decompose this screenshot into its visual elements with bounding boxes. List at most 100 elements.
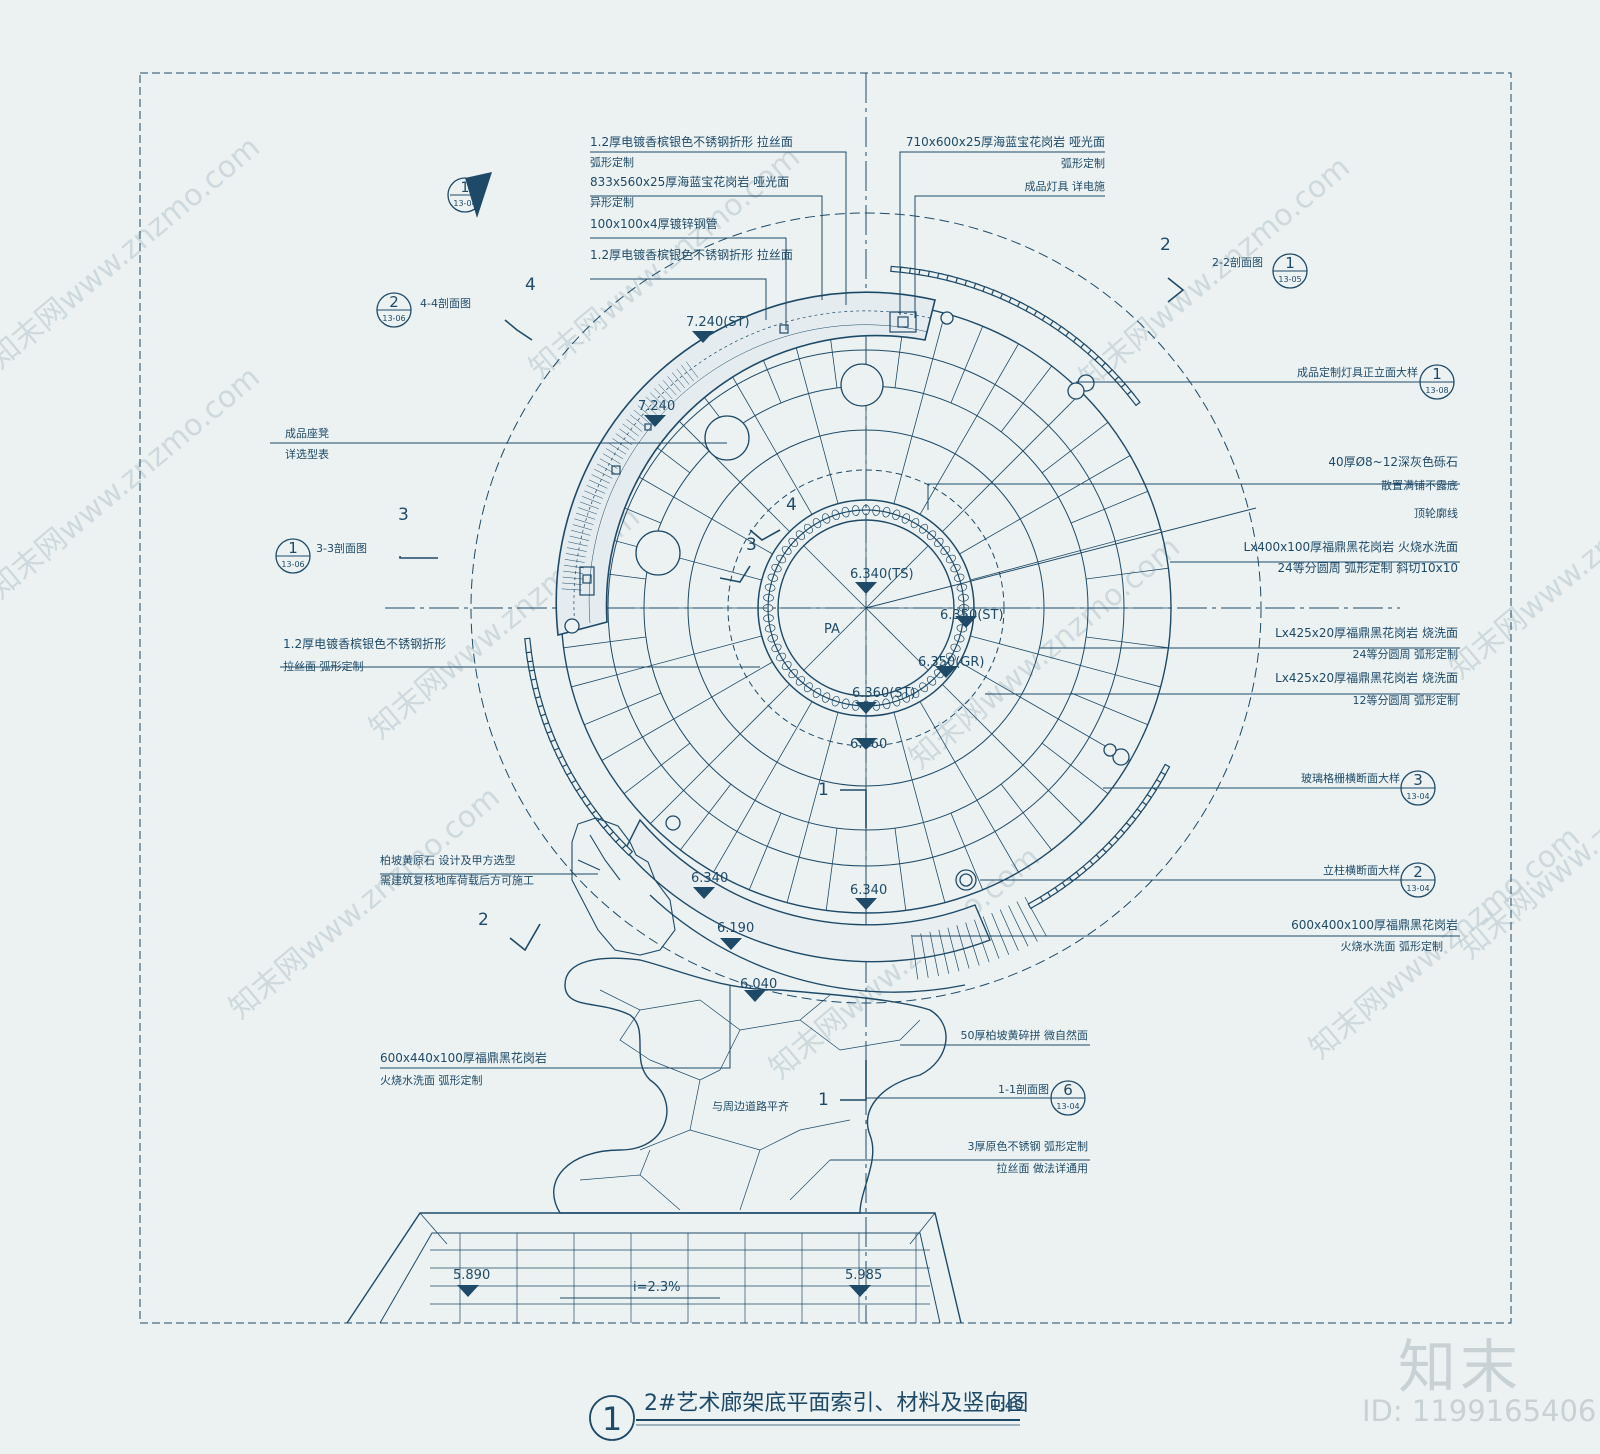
section-2-num: 2: [1160, 235, 1171, 255]
section-1-1-label: 1-1剖面图: [998, 1082, 1049, 1096]
watermark-text: 知末网www.znzmo.com: [0, 130, 267, 376]
elev-6190: 6.190: [717, 921, 754, 936]
callout-granite-710b: 弧形定制: [1061, 156, 1105, 170]
reference-number: 1: [288, 539, 298, 557]
callout-lamp-detail: 成品定制灯具正立面大样: [1297, 365, 1418, 379]
watermark-text: 知末网www.znzmo.com: [0, 360, 267, 606]
elevation-labels: 7.240(ST) 7.240 6.340(TS) 6.350(ST) 6.35…: [453, 315, 1004, 1295]
callout-granite-425b-b: 12等分圆周 弧形定制: [1353, 693, 1459, 707]
elev-6340b: 6.340: [850, 883, 887, 898]
section-cuts: [399, 277, 1185, 1101]
elev-5890: 5.890: [453, 1268, 490, 1283]
elev-6340ts: 6.340(TS): [850, 567, 914, 582]
watermark-text: 知末网www.znzmo.com: [1453, 720, 1600, 966]
callout-steel-1: 1.2厚电镀香槟银色不锈钢折形 拉丝面: [590, 134, 793, 149]
watermark-text: 知末网www.znzmo.com: [1443, 440, 1600, 686]
reference-sheet: 13-06: [382, 314, 405, 323]
callout-granite-833b: 异形定制: [590, 195, 634, 209]
watermark-text: 知末网www.znzmo.com: [223, 780, 507, 1026]
reference-sheet: 13-08: [1425, 386, 1448, 395]
callouts-left-top: 1.2厚电镀香槟银色不锈钢折形 拉丝面 弧形定制 833x560x25厚海蓝宝花…: [590, 134, 793, 262]
reference-number: 3: [1413, 771, 1423, 789]
inner-4-num: 4: [786, 495, 797, 515]
elev-7240st: 7.240(ST): [686, 315, 750, 330]
watermark-text: 知末网www.znzmo.com: [1073, 150, 1357, 396]
elev-5985: 5.985: [845, 1268, 882, 1283]
boulder: [571, 817, 676, 956]
reference-number: 6: [1063, 1081, 1073, 1099]
callout-granite-425a-b: 24等分圆周 弧形定制: [1353, 647, 1459, 661]
callout-seat-b: 详选型表: [285, 447, 329, 461]
callout-granite-425a: Lx425x20厚福鼎黑花岗岩 烧洗面: [1275, 625, 1458, 640]
elev-6360: 6.360: [850, 737, 887, 752]
reference-sheet: 13-04: [1406, 792, 1429, 801]
callout-outline: 顶轮廓线: [1414, 506, 1458, 520]
callout-steel-2: 1.2厚电镀香槟银色不锈钢折形 拉丝面: [590, 247, 793, 262]
lamp-fixtures: [579, 311, 917, 596]
section-4-4-label: 4-4剖面图: [420, 296, 471, 310]
crazy-paving-path: [553, 957, 947, 1214]
reference-number: 2: [389, 293, 399, 311]
title-detail-number: 1: [602, 1400, 622, 1438]
callout-granite-600x440b: 火烧水洗面 弧形定制: [380, 1073, 483, 1087]
callout-steel-left: 1.2厚电镀香槟银色不锈钢折形: [283, 636, 446, 651]
brand-watermark: 知末: [1398, 1333, 1523, 1401]
section-reference-circle: 3 13-04: [1400, 770, 1436, 806]
callout-steel-3mm-b: 拉丝面 做法详通用: [997, 1161, 1089, 1175]
reference-sheet: 13-05: [1278, 275, 1301, 284]
callouts-right-top: 710x600x25厚海蓝宝花岗岩 哑光面 弧形定制 成品灯具 详电施: [906, 134, 1105, 193]
slope-label: i=2.3%: [633, 1280, 681, 1295]
elev-7240: 7.240: [638, 399, 675, 414]
section-1c-num: 1: [818, 1090, 829, 1110]
drawing-title-block: 1 2#艺术廊架底平面索引、材料及竖向图 1:40: [589, 1391, 1028, 1441]
section-2-2-label: 2-2剖面图: [1212, 255, 1263, 269]
index-number: 1: [461, 180, 470, 196]
seat-circles: [564, 311, 1130, 891]
drawing-frame: [139, 72, 1512, 1324]
reference-sheet: 13-06: [281, 560, 304, 569]
callout-steel-1b: 弧形定制: [590, 155, 634, 169]
section-3-num: 3: [398, 505, 409, 525]
index-sheet: 13-04: [453, 199, 476, 208]
callout-lamp: 成品灯具 详电施: [1025, 179, 1106, 193]
pergola-band: [555, 291, 936, 637]
callout-granite-833: 833x560x25厚海蓝宝花岗岩 哑光面: [590, 174, 789, 189]
callout-post: 立柱横断面大样: [1323, 863, 1400, 877]
elev-6040: 6.040: [740, 977, 777, 992]
callout-granite-600x400: 600x400x100厚福鼎黑花岗岩: [1291, 917, 1458, 932]
elev-6360st: 6.360(ST): [852, 686, 916, 701]
reference-sheet: 13-04: [1406, 884, 1429, 893]
reference-sheet: 13-04: [1056, 1102, 1079, 1111]
callout-glass-grille: 玻璃格栅横断面大样: [1301, 771, 1400, 785]
section-reference-circle: 1 13-06: [275, 538, 311, 574]
elevation-markers: [457, 331, 977, 1297]
section-2b-num: 2: [478, 910, 489, 930]
callout-steel-3mm: 3厚原色不锈钢 弧形定制: [968, 1139, 1089, 1153]
callouts-left: 成品座凳 详选型表 1.2厚电镀香槟银色不锈钢折形 拉丝面 弧形定制 柏坡黄原石…: [283, 426, 547, 1087]
section-reference-circle: 2 13-06: [376, 292, 412, 328]
outer-dashed-circle: [470, 212, 1262, 1004]
callout-granite-400: Lx400x100厚福鼎黑花岗岩 火烧水洗面: [1243, 539, 1458, 554]
reference-number: 1: [1285, 254, 1295, 272]
center-label: PA: [824, 622, 840, 637]
glass-grille-posts: [524, 265, 1171, 910]
elev-6350st: 6.350(ST): [940, 608, 1004, 623]
leader-lines: [270, 151, 1460, 1161]
watermark-text: 知末网www.znzmo.com: [763, 840, 1047, 1086]
section-3-3-label: 3-3剖面图: [316, 541, 367, 555]
reference-symbols: 213-06113-05113-06113-08313-04213-04613-…: [275, 253, 1455, 1116]
callout-rock-b: 需建筑复核地库荷载后方可施工: [380, 873, 534, 887]
section-reference-circle: 113-08: [1419, 364, 1455, 400]
callout-steel-pipe: 100x100x4厚镀锌钢管: [590, 216, 718, 231]
bottom-plaza: [346, 1212, 962, 1324]
section-reference-circle: 1 13-05: [1272, 253, 1308, 289]
path-note: 与周边道路平齐: [712, 1099, 789, 1113]
section-reference-circle: 2 13-04: [1400, 862, 1436, 898]
elev-6340a: 6.340: [691, 871, 728, 886]
reference-number: 2: [1413, 863, 1423, 881]
callout-seat: 成品座凳: [285, 426, 329, 440]
inner-3-num: 3: [746, 535, 757, 555]
callout-granite-600x440: 600x440x100厚福鼎黑花岗岩: [380, 1050, 547, 1065]
section-1b-num: 1: [818, 780, 829, 800]
callout-steel-left-b: 拉丝面 弧形定制: [283, 659, 364, 673]
